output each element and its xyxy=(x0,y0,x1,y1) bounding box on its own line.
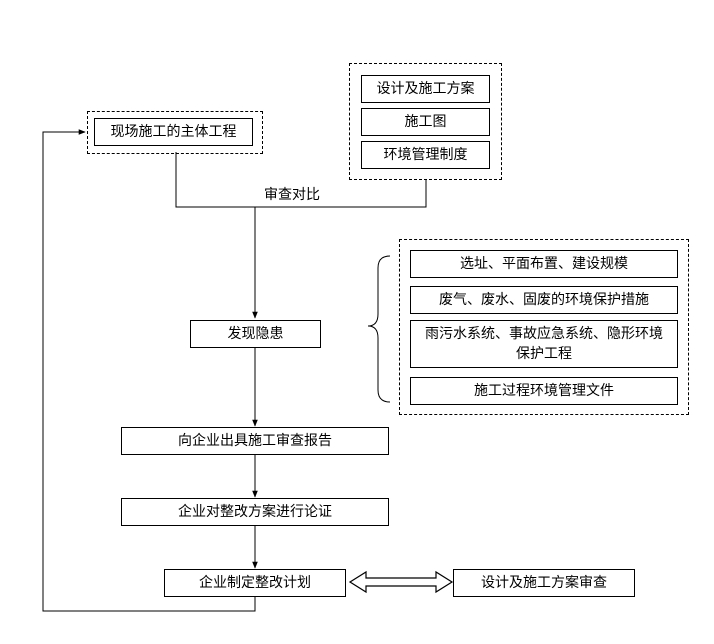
design-review-label: 设计及施工方案审查 xyxy=(481,575,607,591)
drainage-systems-label: 雨污水系统、事故应急系统、隐形环境保护工程 xyxy=(425,326,663,362)
construction-docs-node: 施工过程环境管理文件 xyxy=(410,377,678,405)
design-docs-group xyxy=(349,63,502,180)
main-project-group xyxy=(87,111,263,154)
rectification-review-node: 企业对整改方案进行论证 xyxy=(121,498,389,526)
issue-report-label: 向企业出具施工审查报告 xyxy=(178,433,332,449)
env-management-system-label: 环境管理制度 xyxy=(383,147,468,163)
design-plan-label: 设计及施工方案 xyxy=(376,81,475,97)
site-selection-label: 选址、平面布置、建设规模 xyxy=(460,256,628,272)
main-project-node: 现场施工的主体工程 xyxy=(94,118,253,146)
double-arrow xyxy=(348,570,454,594)
review-compare-label: 审查对比 xyxy=(264,187,320,203)
rectification-plan-node: 企业制定整改计划 xyxy=(164,569,346,597)
site-selection-node: 选址、平面布置、建设规模 xyxy=(410,250,678,278)
find-hazard-node: 发现隐患 xyxy=(190,320,321,348)
construction-drawing-label: 施工图 xyxy=(404,114,447,130)
waste-measures-label: 废气、废水、固废的环境保护措施 xyxy=(439,292,649,308)
design-review-node: 设计及施工方案审查 xyxy=(453,569,635,597)
find-hazard-label: 发现隐患 xyxy=(227,326,284,342)
curly-brace xyxy=(367,255,391,403)
env-management-system-node: 环境管理制度 xyxy=(361,141,490,169)
construction-docs-label: 施工过程环境管理文件 xyxy=(474,383,614,399)
design-plan-node: 设计及施工方案 xyxy=(361,75,490,103)
feedback-loop-line xyxy=(42,129,256,612)
waste-measures-node: 废气、废水、固废的环境保护措施 xyxy=(410,286,678,314)
construction-drawing-node: 施工图 xyxy=(361,108,490,136)
rectification-plan-label: 企业制定整改计划 xyxy=(199,575,311,591)
main-project-label: 现场施工的主体工程 xyxy=(110,124,237,140)
issue-report-node: 向企业出具施工审查报告 xyxy=(121,427,389,455)
rectification-review-label: 企业对整改方案进行论证 xyxy=(178,504,332,520)
hazard-items-group xyxy=(399,239,689,415)
drainage-systems-node: 雨污水系统、事故应急系统、隐形环境保护工程 xyxy=(410,320,678,368)
review-bracket-line xyxy=(175,152,427,208)
